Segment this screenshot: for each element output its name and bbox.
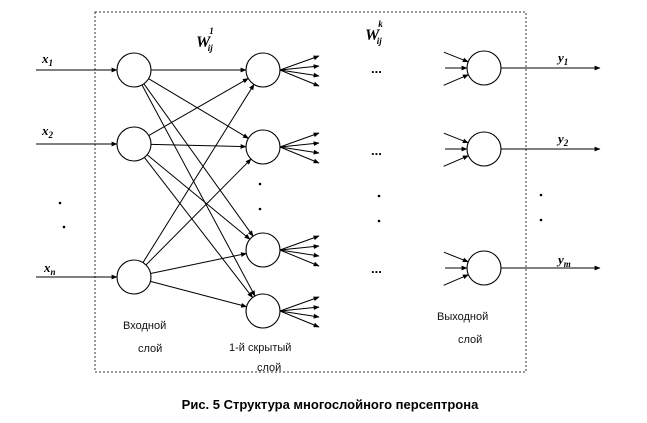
input-layer-label-line1: Входной <box>123 320 166 332</box>
weight-edge-3-1 <box>142 83 255 263</box>
output-fanin-3-3 <box>443 274 469 286</box>
ellipsis-row-2: ... <box>371 143 382 158</box>
weight-edge-1-3 <box>143 83 254 237</box>
figure-caption: Рис. 5 Структура многослойного персептро… <box>182 397 479 412</box>
input-neuron-1 <box>116 52 152 88</box>
output-fanin-3-1 <box>443 251 469 263</box>
hidden-fanout-1-3 <box>279 69 320 78</box>
hidden-neuron-1 <box>245 52 281 88</box>
hidden-fanout-3-1 <box>279 235 320 251</box>
hidden-fanout-1-4 <box>279 69 320 87</box>
hidden-fanout-4-4 <box>279 310 320 328</box>
input-neuron-2 <box>116 126 152 162</box>
hidden-fanout-1-1 <box>279 55 320 71</box>
output-label-ym: ym <box>556 252 571 269</box>
hidden-fanout-4-3 <box>279 310 320 319</box>
output-fanin-1-1 <box>443 51 469 63</box>
input-vertical-ellipsis <box>58 201 66 229</box>
output-vertical-ellipsis <box>539 193 543 222</box>
hidden-fanout-3-3 <box>279 249 320 258</box>
input-label-x2: x2 <box>41 123 54 140</box>
input-label-xn: xn <box>43 260 56 277</box>
hidden-layer-label-line1: 1-й скрытый <box>229 342 291 354</box>
neurons <box>116 50 502 329</box>
weight-edge-2-2 <box>150 143 247 149</box>
ellipsis-row-3: ... <box>371 261 382 276</box>
weight-edge-1-4 <box>141 84 256 297</box>
output-neuron-1 <box>466 50 502 86</box>
weight-edge-2-4 <box>143 157 254 299</box>
hidden-vertical-ellipsis <box>258 182 262 211</box>
input-label-x1: x1 <box>41 51 53 68</box>
hidden-neuron-2 <box>245 129 281 165</box>
output-fanin-2-3 <box>443 155 469 167</box>
hidden-fanout-2-1 <box>279 132 320 148</box>
output-layer-label-line2: слой <box>458 334 482 346</box>
hidden-fanout-4-1 <box>279 296 320 312</box>
hidden-fanout-3-2 <box>279 244 320 251</box>
connections <box>36 51 601 328</box>
ellipsis-row-1: ... <box>371 61 382 76</box>
network-frame <box>94 11 527 373</box>
output-layer-label-line1: Выходной <box>437 311 488 323</box>
hidden-fanout-3-4 <box>279 249 320 267</box>
weight-edge-3-3 <box>150 252 247 275</box>
weight-edge-2-3 <box>146 154 251 240</box>
hidden-neuron-4 <box>245 293 281 329</box>
output-neuron-2 <box>466 131 502 167</box>
output-fanin-2-1 <box>443 132 469 144</box>
hidden-fanout-2-2 <box>279 141 320 148</box>
hidden-fanout-2-3 <box>279 146 320 155</box>
input-layer-label-line2: слой <box>138 343 162 355</box>
weight-edge-3-4 <box>150 280 248 308</box>
middle-vertical-ellipsis <box>377 194 381 223</box>
hidden-fanout-1-2 <box>279 64 320 71</box>
output-fanin-1-3 <box>443 74 469 86</box>
hidden-neuron-3 <box>245 232 281 268</box>
weight-edge-2-1 <box>148 78 249 136</box>
output-label-y2: y2 <box>556 131 569 148</box>
output-neuron-3 <box>466 250 502 286</box>
hidden-fanout-4-2 <box>279 305 320 312</box>
hidden-fanout-2-4 <box>279 146 320 164</box>
output-label-y1: y1 <box>556 50 568 67</box>
hidden-layer-label-line2: слой <box>257 362 281 374</box>
input-neuron-3 <box>116 259 152 295</box>
weight-edge-3-2 <box>145 158 252 266</box>
weight-edge-1-2 <box>148 78 249 139</box>
